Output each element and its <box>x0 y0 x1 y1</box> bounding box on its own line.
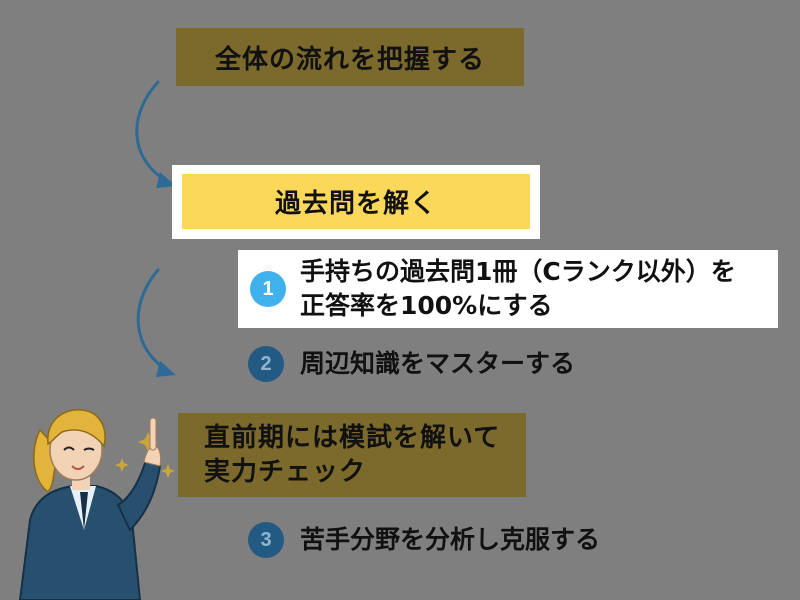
arrow-head-icon <box>156 172 176 188</box>
step-label: 全体の流れを把握する <box>214 44 485 75</box>
step-highlight: 過去問を解く <box>182 174 530 229</box>
step-number-badge: 1 <box>250 271 286 307</box>
step-label: 直前期には模試を解いて 実力チェック <box>204 423 501 487</box>
substep-label: 苦手分野を分析し克服する <box>300 525 601 554</box>
step-number-badge: 3 <box>248 522 284 558</box>
arrow-head-icon <box>156 361 176 377</box>
step-number-badge: 2 <box>248 346 284 382</box>
substep-3: 3 苦手分野を分析し克服する <box>248 520 600 560</box>
step-label: 過去問を解く <box>274 189 437 219</box>
step-overview: 全体の流れを把握する <box>176 28 524 86</box>
arrow-curve-icon <box>135 80 172 185</box>
substep-label: 周辺知識をマスターする <box>300 349 576 378</box>
step-past-exams: 過去問を解く <box>172 165 540 239</box>
arrow-curve-icon <box>136 268 172 374</box>
substep-2: 2 周辺知識をマスターする <box>248 344 575 384</box>
substep-1: 1 手持ちの過去問1冊（Cランク以外）を 正答率を100%にする <box>238 250 778 328</box>
substep-label: 手持ちの過去問1冊（Cランク以外）を 正答率を100%にする <box>300 257 736 320</box>
step-mock-exams: 直前期には模試を解いて 実力チェック <box>178 413 526 497</box>
